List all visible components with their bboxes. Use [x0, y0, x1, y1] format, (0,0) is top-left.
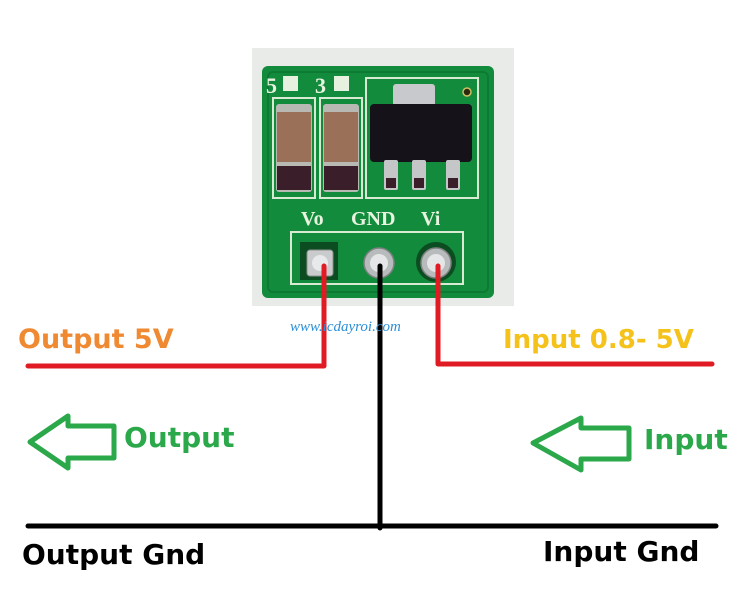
dc-dc-converter-module: 5 3 Vo	[262, 66, 494, 298]
pin-label-gnd: GND	[351, 208, 395, 230]
capacitor-1	[276, 104, 312, 192]
regulator-chip	[370, 84, 472, 190]
output-direction-label: Output	[124, 421, 235, 454]
capacitor-outline-1	[272, 97, 316, 199]
input-voltage-label: Input 0.8- 5V	[503, 325, 694, 355]
output-ground-label: Output Gnd	[22, 538, 206, 571]
output-5v-wire	[25, 263, 327, 369]
input-wire	[435, 263, 715, 367]
input-arrow-icon	[530, 415, 632, 473]
input-direction-label: Input	[644, 423, 728, 456]
jumper-label-3: 3	[315, 73, 326, 98]
watermark-text: www.icdayroi.com	[290, 319, 401, 335]
jumper-pad-5	[283, 76, 298, 91]
pin-label-vi: Vi	[421, 208, 441, 230]
header-outline	[290, 231, 464, 285]
mounting-dot	[462, 87, 472, 97]
jumper-pad-3	[334, 76, 349, 91]
pin-label-vo: Vo	[301, 208, 324, 230]
output-voltage-label: Output 5V	[18, 324, 174, 355]
output-arrow-icon	[27, 413, 117, 471]
jumper-label-5: 5	[266, 73, 277, 98]
regulator-outline	[365, 77, 479, 199]
capacitor-outline-2	[319, 97, 363, 199]
capacitor-2	[323, 104, 359, 192]
input-ground-label: Input Gnd	[543, 535, 700, 568]
